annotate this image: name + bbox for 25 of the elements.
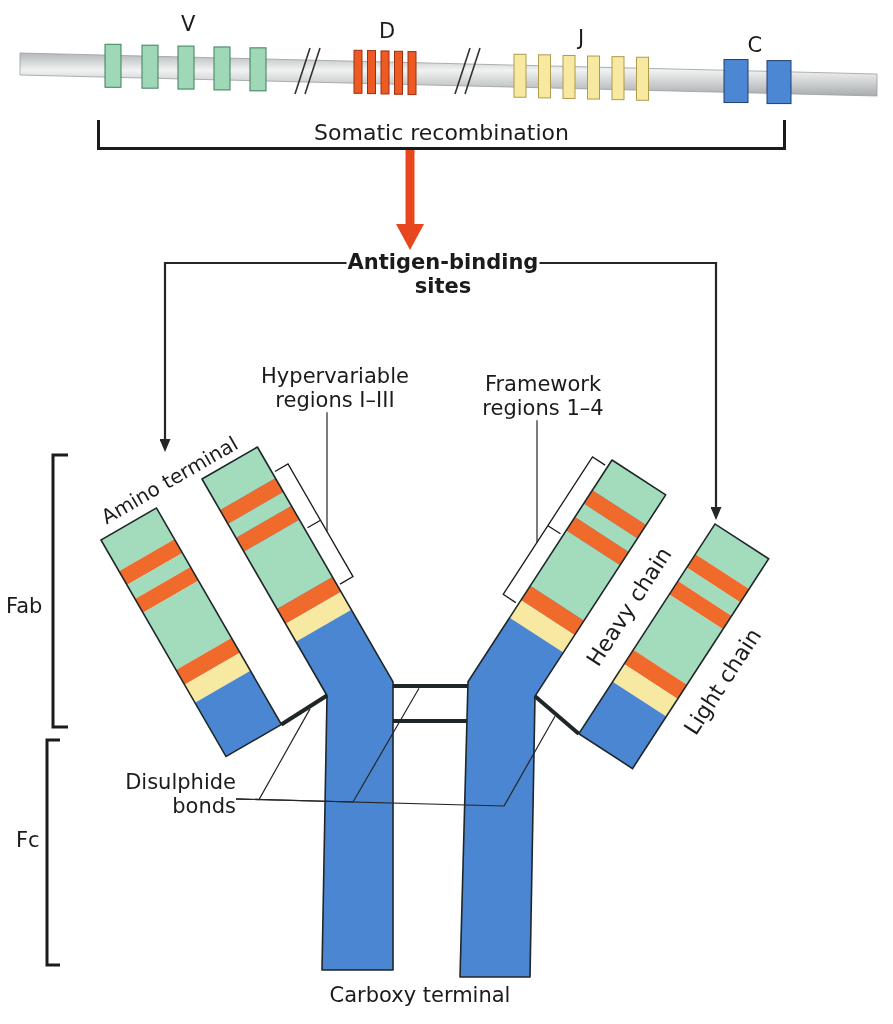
segment-label: D bbox=[379, 19, 396, 44]
region-label: Fc bbox=[16, 828, 40, 853]
bracket bbox=[274, 463, 354, 585]
arrow bbox=[539, 261, 722, 520]
segment-label: C bbox=[747, 33, 763, 58]
bracket-label: Somatic recombination bbox=[314, 120, 569, 146]
leader-line bbox=[326, 411, 328, 533]
segment-label: V bbox=[181, 12, 196, 37]
callout-label: Hypervariable regions I–III bbox=[260, 364, 410, 413]
disulphide-bond bbox=[280, 693, 329, 727]
callout-label: Antigen-binding sites bbox=[346, 250, 540, 299]
arrow bbox=[159, 261, 347, 452]
arrow bbox=[396, 150, 424, 250]
bracket bbox=[97, 120, 786, 150]
light-chain bbox=[577, 522, 770, 770]
disulphide-bond bbox=[393, 684, 468, 688]
leader-line bbox=[235, 715, 556, 807]
callout-label: Disulphide bonds bbox=[123, 770, 236, 819]
disulphide-bond bbox=[533, 694, 580, 736]
leader-line bbox=[536, 419, 538, 543]
region-label: Fab bbox=[6, 594, 43, 619]
bracket bbox=[502, 456, 606, 604]
segment-label: J bbox=[578, 26, 585, 51]
terminus-label: Carboxy terminal bbox=[329, 983, 511, 1008]
callout-label: Framework regions 1–4 bbox=[481, 372, 605, 421]
